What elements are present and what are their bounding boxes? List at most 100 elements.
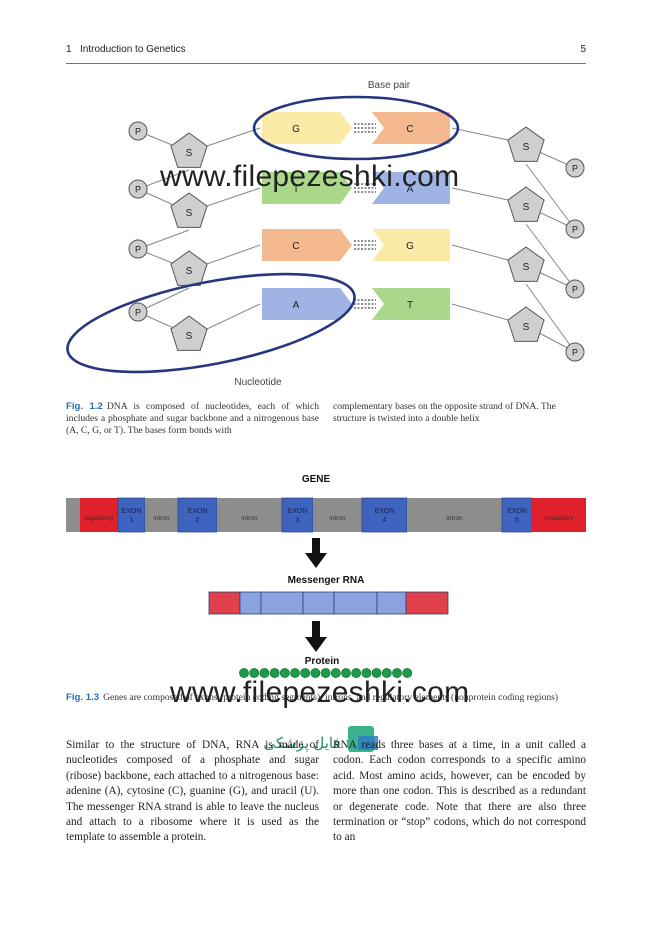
phosphate-letter: P xyxy=(135,185,141,195)
base-a-left: A xyxy=(262,288,352,320)
amino-acid-bead xyxy=(269,668,280,678)
chapter-number: 1 xyxy=(66,44,72,55)
amino-acid-bead xyxy=(290,668,300,678)
phosphate-circle: P xyxy=(128,239,148,259)
mrna-exon xyxy=(239,591,262,615)
sugar-letter: S xyxy=(186,208,193,219)
sugar-letter: S xyxy=(186,331,193,342)
exon-number: 5 xyxy=(515,517,519,524)
fig12-caption-right: complementary bases on the opposite stra… xyxy=(333,401,586,425)
nucleotide-label: Nucleotide xyxy=(234,377,282,388)
mrna-exon xyxy=(302,591,335,615)
sugar-letter: S xyxy=(523,262,530,273)
amino-acid-bead xyxy=(351,668,362,678)
amino-acid-bead xyxy=(381,668,392,678)
mrna-cap xyxy=(208,591,241,615)
exon-word: EXON xyxy=(507,508,527,515)
amino-acid-bead xyxy=(310,668,321,678)
sugar-pentagon: S xyxy=(507,186,545,222)
sugar-letter: S xyxy=(523,322,530,333)
amino-acid-bead xyxy=(330,668,341,678)
segment-label: intron xyxy=(241,515,258,522)
phosphate-letter: P xyxy=(572,285,578,295)
mrna-label: Messenger RNA xyxy=(288,575,365,586)
watermark-text: www.filepezeshki.com xyxy=(160,160,460,193)
chapter-title: Introduction to Genetics xyxy=(80,44,186,55)
base-letter: G xyxy=(406,241,414,252)
sugar-pentagon: S xyxy=(507,126,545,162)
phosphate-circle: P xyxy=(565,279,585,299)
fig12-caption-text-right: complementary bases on the opposite stra… xyxy=(333,401,556,425)
base-g-right: G xyxy=(372,229,450,261)
segment-label: intron xyxy=(446,515,463,522)
amino-acid-bead xyxy=(320,668,331,678)
base-c-left: C xyxy=(262,229,352,261)
amino-acid-bead xyxy=(392,668,402,678)
gene-segment-intron: intron xyxy=(217,498,282,532)
phosphate-letter: P xyxy=(135,245,141,255)
amino-acid-bead xyxy=(402,668,413,678)
gene-segment-intron: intron xyxy=(145,498,178,532)
phosphate-letter: P xyxy=(572,164,578,174)
page-number: 5 xyxy=(580,44,586,55)
amino-acid-bead xyxy=(249,668,260,678)
segment-label: intron xyxy=(329,515,346,522)
phosphate-letter: P xyxy=(135,127,141,137)
gene-segment-exon: EXON 3 xyxy=(281,497,314,533)
base-letter: T xyxy=(293,184,299,195)
base-letter: A xyxy=(407,184,414,195)
amino-acid-bead xyxy=(300,668,311,678)
gene-segment-intron: intron xyxy=(313,498,362,532)
base-c-right: C xyxy=(372,112,450,144)
sugar-pentagon: S xyxy=(507,306,545,342)
base-a-right: A xyxy=(372,172,450,204)
sugar-pentagon: S xyxy=(170,132,208,168)
phosphate-circle: P xyxy=(565,158,585,178)
sugar-letter: S xyxy=(186,148,193,159)
mrna-exon xyxy=(333,591,378,615)
sugar-pentagon: S xyxy=(507,246,545,282)
base-g-left: G xyxy=(262,112,352,144)
nucleotide-highlight xyxy=(66,272,356,374)
mrna-exon xyxy=(376,591,407,615)
exon-number: 3 xyxy=(296,517,300,524)
segment-label: intron xyxy=(153,515,170,522)
exon-word: EXON xyxy=(188,508,208,515)
fig13-caption-label: Fig. 1.3 xyxy=(66,692,100,703)
phosphate-circle: P xyxy=(565,219,585,239)
phosphate-circle: P xyxy=(128,121,148,141)
gene-label: GENE xyxy=(302,474,331,485)
sugar-pentagon: S xyxy=(170,315,208,351)
watermark-logo: فایل پزشکی xyxy=(263,726,378,752)
fig12-caption-label: Fig. 1.2 xyxy=(66,401,103,412)
gene-segment-regulatory: regulatory xyxy=(80,498,118,532)
base-letter: T xyxy=(407,300,413,311)
amino-acid-bead xyxy=(361,668,372,678)
running-header: 1 Introduction to Genetics 5 xyxy=(66,44,586,60)
mrna-exon xyxy=(260,591,304,615)
base-letter: G xyxy=(292,124,300,135)
exon-word: EXON xyxy=(122,508,142,515)
sugar-pentagon: S xyxy=(170,192,208,228)
fig12-caption-text-left: DNA is composed of nucleotides, each of … xyxy=(66,401,319,437)
exon-word: EXON xyxy=(288,508,308,515)
phosphate-circle: P xyxy=(128,302,148,322)
gene-segment-exon: EXON 1 xyxy=(117,497,146,533)
amino-acid-bead xyxy=(371,668,382,678)
exon-number: 1 xyxy=(130,517,134,524)
phosphate-circle: P xyxy=(565,342,585,362)
base-t-right: T xyxy=(372,288,450,320)
base-t-left: T xyxy=(262,172,352,204)
gene-segment-intron: intron xyxy=(407,498,502,532)
fig13-caption-text: Genes are composed of exons (protein cod… xyxy=(103,692,559,703)
protein-label: Protein xyxy=(305,656,339,667)
sugar-letter: S xyxy=(523,202,530,213)
base-letter: C xyxy=(292,241,299,252)
exon-word: EXON xyxy=(375,508,395,515)
base-letter: A xyxy=(293,300,300,311)
body-text-right: RNA reads three bases at a time, in a un… xyxy=(333,739,586,844)
amino-acid-bead xyxy=(341,668,351,678)
